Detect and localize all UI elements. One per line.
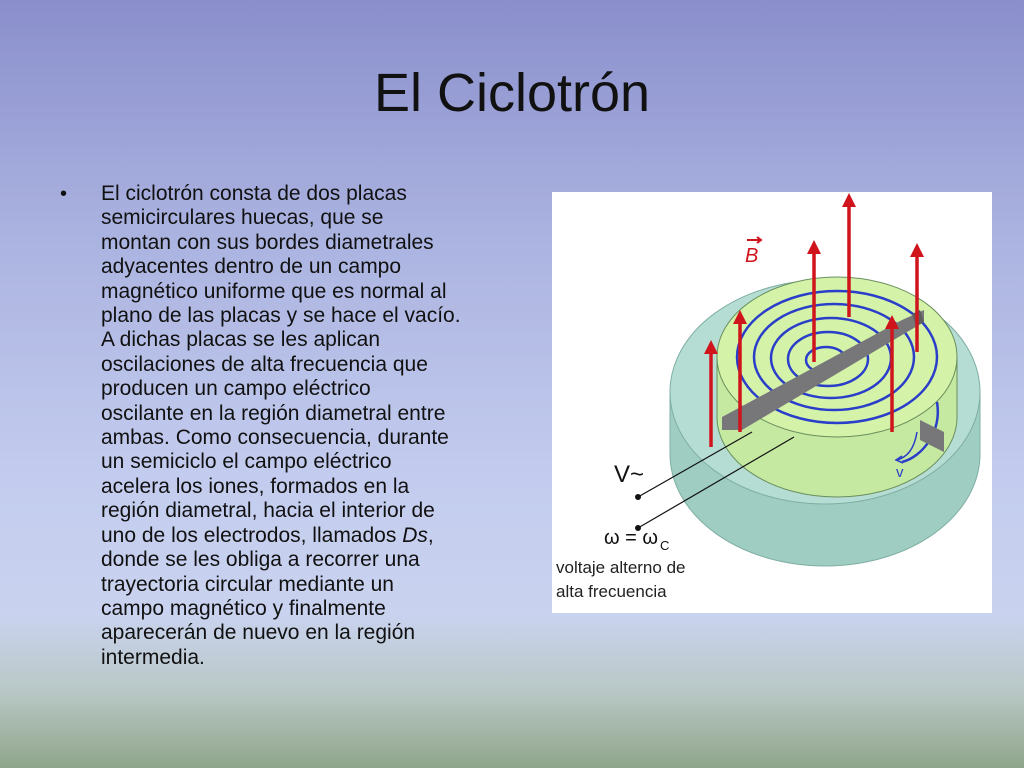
magnetic-field-arrows xyxy=(704,193,924,447)
svg-text:ω = ω: ω = ω xyxy=(604,527,658,549)
paragraph-line: oscilaciones de alta frecuencia que xyxy=(101,352,428,376)
paragraph: El ciclotrón consta de dos placas semici… xyxy=(101,182,500,670)
italic-term: Ds xyxy=(402,523,428,547)
paragraph-line: magnético uniforme que es normal al xyxy=(101,279,447,303)
italic-suffix: , xyxy=(427,523,434,547)
field-label-b: B xyxy=(745,236,763,267)
svg-text:v: v xyxy=(896,464,904,481)
paragraph-line: El ciclotrón consta de dos placas xyxy=(101,182,407,205)
bullet-text-block: • El ciclotrón consta de dos placas semi… xyxy=(60,182,500,670)
paragraph-line: ambas. Como consecuencia, durante xyxy=(101,426,449,450)
cyclotron-figure: B v V~ ω = ω C voltaje alterno de alta f… xyxy=(552,192,992,613)
paragraph-line: trayectoria circular mediante un xyxy=(101,572,394,596)
paragraph-line: A dichas placas se les aplican xyxy=(101,328,380,352)
paragraph-line: intermedia. xyxy=(101,645,205,669)
caption-line-2: alta frecuencia xyxy=(556,582,667,601)
paragraph-line: montan con sus bordes diametrales xyxy=(101,230,434,254)
paragraph-line: semicirculares huecas, que se xyxy=(101,206,384,230)
bullet-point: • xyxy=(60,183,68,205)
paragraph-line: campo magnético y finalmente xyxy=(101,596,386,620)
paragraph-line: uno de los electrodos, llamados Ds, xyxy=(101,524,500,548)
paragraph-line: acelera los iones, formados en la xyxy=(101,474,410,498)
paragraph-line: producen un campo eléctrico xyxy=(101,377,371,401)
paragraph-line: región diametral, hacia el interior de xyxy=(101,499,435,523)
electrode-wires xyxy=(635,431,795,531)
ion-spiral-path xyxy=(735,289,940,464)
paragraph-line: donde se les obliga a recorrer una xyxy=(101,548,420,572)
svg-text:C: C xyxy=(660,538,669,553)
velocity-indicator: v xyxy=(894,431,918,481)
slide-title: El Ciclotrón xyxy=(373,63,651,123)
cyclotron-diagram: B v V~ ω = ω C voltaje alterno de alta f… xyxy=(556,193,981,601)
paragraph-line: un semiciclo el campo eléctrico xyxy=(101,450,392,474)
paragraph-line: plano de las placas y se hace el vacío. xyxy=(101,304,461,328)
omega-label: ω = ω C xyxy=(604,527,669,553)
paragraph-line: adyacentes dentro de un campo xyxy=(101,255,402,279)
paragraph-line: oscilante en la región diametral entre xyxy=(101,401,446,425)
dee-plates xyxy=(716,276,958,498)
caption-line-1: voltaje alterno de xyxy=(556,558,685,577)
paragraph-line-text: uno de los electrodos, llamados xyxy=(101,523,403,547)
svg-text:B: B xyxy=(745,245,758,267)
voltage-label: V~ xyxy=(614,461,644,488)
paragraph-line: aparecerán de nuevo en la región xyxy=(101,621,416,645)
